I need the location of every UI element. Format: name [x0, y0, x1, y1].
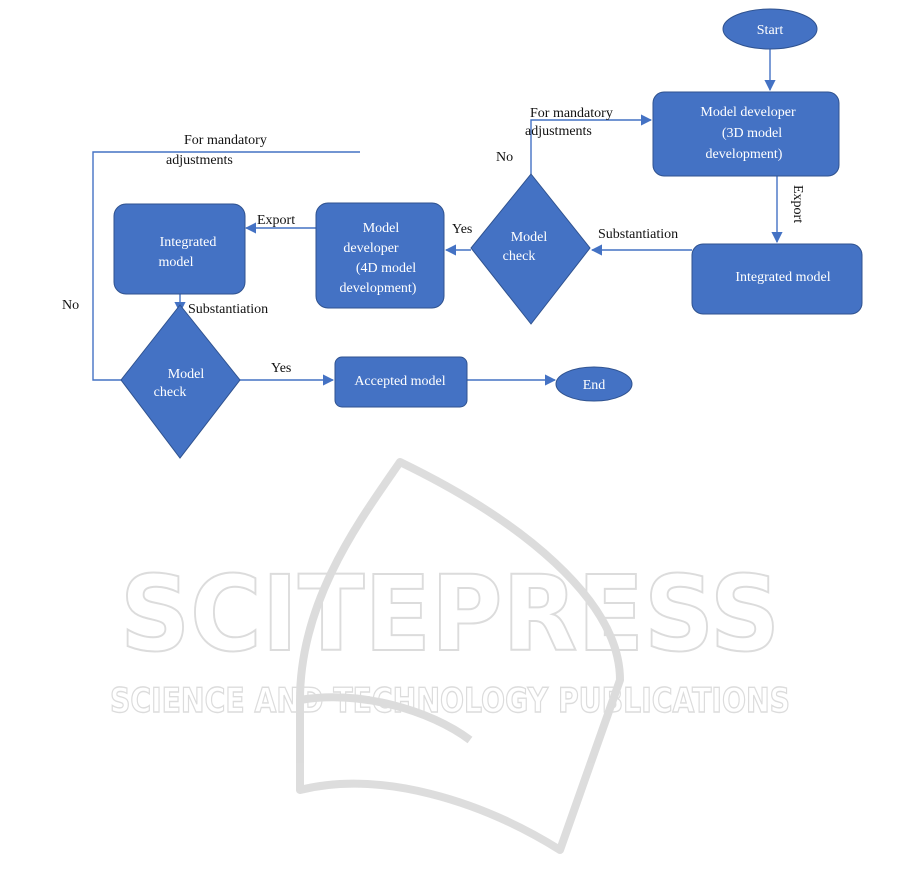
node-end-label: End	[583, 378, 606, 393]
node-4d-line-2: developer	[343, 241, 399, 256]
label-substantiation-left: Substantiation	[188, 302, 268, 317]
label-for-mandatory-left-1: For mandatory	[184, 133, 267, 148]
label-no-left: No	[62, 298, 79, 313]
node-integrated-left-line-1: Integrated	[160, 235, 217, 250]
watermark-book-icon	[296, 458, 624, 854]
node-end[interactable]: End	[555, 366, 633, 402]
watermark-tagline: SCIENCE AND TECHNOLOGY PUBLICATIONS	[110, 681, 790, 721]
node-integrated-model-right[interactable]: Integrated model	[691, 243, 863, 315]
node-integrated-right-label: Integrated model	[735, 270, 830, 285]
node-model-developer-4d[interactable]: Model developer (4D model development)	[315, 202, 445, 309]
node-accepted-label: Accepted model	[354, 374, 445, 389]
node-model-check-2[interactable]: Model check	[120, 304, 241, 459]
label-no-right: No	[496, 150, 513, 165]
node-4d-line-4: development)	[340, 281, 417, 296]
label-yes-right: Yes	[452, 222, 472, 237]
node-check2-line-1: Model	[168, 367, 205, 382]
node-accepted-model[interactable]: Accepted model	[334, 356, 468, 408]
label-substantiation-right: Substantiation	[598, 227, 678, 242]
edges	[92, 48, 783, 386]
node-3d-line-3: development)	[706, 147, 783, 162]
edge-labels: Export Substantiation For mandatory adju…	[62, 106, 805, 376]
label-for-mandatory-left-2: adjustments	[166, 153, 233, 168]
node-start[interactable]: Start	[722, 8, 818, 50]
node-start-label: Start	[757, 23, 784, 38]
node-check1-line-2: check	[503, 249, 536, 264]
node-3d-line-2: (3D model	[722, 126, 782, 141]
node-3d-line-1: Model developer	[700, 105, 796, 120]
node-4d-line-3: (4D model	[356, 261, 416, 276]
edge-check2-no-loop	[92, 151, 360, 381]
label-yes-bottom: Yes	[271, 361, 291, 376]
node-model-check-1[interactable]: Model check	[470, 173, 591, 325]
node-integrated-model-left[interactable]: Integrated model	[113, 203, 246, 295]
node-check1-line-1: Model	[511, 230, 548, 245]
node-model-developer-3d[interactable]: Model developer (3D model development)	[652, 91, 840, 177]
watermark: SCITEPRESS SCIENCE AND TECHNOLOGY PUBLIC…	[109, 458, 791, 854]
edge-check1-to-3d	[530, 114, 653, 174]
label-for-mandatory-right-2: adjustments	[525, 124, 592, 139]
node-4d-line-1: Model	[363, 221, 400, 236]
nodes: Start Model developer (3D model developm…	[113, 8, 863, 459]
label-for-mandatory-right-1: For mandatory	[530, 106, 613, 121]
label-export-left: Export	[257, 213, 295, 228]
node-integrated-left-line-2: model	[159, 255, 194, 270]
node-check2-line-2: check	[154, 385, 187, 400]
watermark-brand: SCITEPRESS	[120, 553, 780, 675]
label-export-right: Export	[790, 185, 805, 223]
